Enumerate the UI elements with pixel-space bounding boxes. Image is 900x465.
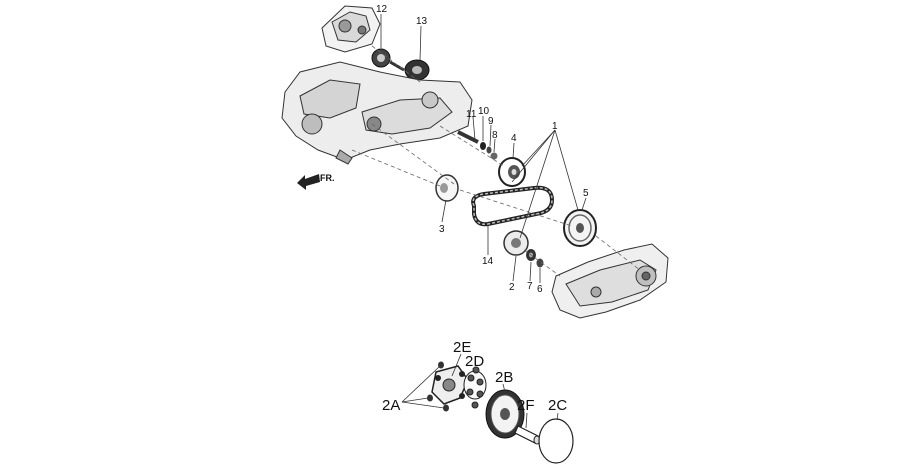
callout-labels: 12 13 11 10 9 8 4 1 5 3 14 2 7 6 FR. 2E …	[320, 4, 589, 414]
callout-5: 5	[583, 188, 589, 199]
callout-3: 3	[439, 224, 445, 235]
callout-2c: 2C	[548, 397, 567, 414]
gear-cover	[321, 5, 381, 53]
callout-2f: 2F	[517, 397, 535, 414]
part-2c-plate	[538, 418, 574, 464]
lower-callout-leaders	[401, 353, 559, 429]
callout-1: 1	[552, 121, 558, 132]
part-2d-rollers	[463, 366, 487, 409]
part-2a-sliders	[427, 361, 449, 412]
part-2f-sleeve	[514, 425, 541, 445]
assembly-guide-lines	[351, 45, 641, 277]
callout-14: 14	[482, 256, 494, 267]
part-2-driven-pulley	[503, 230, 529, 256]
callout-10: 10	[478, 106, 490, 117]
part-12-bearing	[371, 48, 391, 68]
callout-9: 9	[488, 116, 494, 127]
callout-8: 8	[492, 130, 498, 141]
transmission-cover	[551, 243, 669, 319]
callout-12: 12	[376, 4, 388, 15]
callout-6: 6	[537, 284, 543, 295]
part-3-variator	[435, 174, 459, 202]
callout-7: 7	[527, 281, 533, 292]
callout-2: 2	[509, 282, 515, 293]
callout-4: 4	[511, 133, 517, 144]
front-direction-label: FR.	[320, 173, 335, 183]
part-4-drive-face	[498, 157, 526, 187]
callout-11: 11	[466, 109, 477, 120]
engine-crankcase	[281, 61, 473, 165]
callout-13: 13	[416, 16, 428, 27]
part-5-clutch	[563, 209, 597, 247]
callout-leaders	[380, 14, 587, 283]
part-2b-drive-face	[485, 389, 525, 439]
callout-2a: 2A	[382, 397, 400, 414]
drive-shaft-assembly	[457, 130, 498, 160]
front-direction-arrow	[297, 174, 320, 190]
callout-2d: 2D	[465, 353, 484, 370]
callout-2e: 2E	[453, 339, 471, 356]
part-2e-ramp-plate	[431, 365, 469, 405]
part-14-belt	[471, 185, 555, 227]
callout-2b: 2B	[495, 369, 513, 386]
